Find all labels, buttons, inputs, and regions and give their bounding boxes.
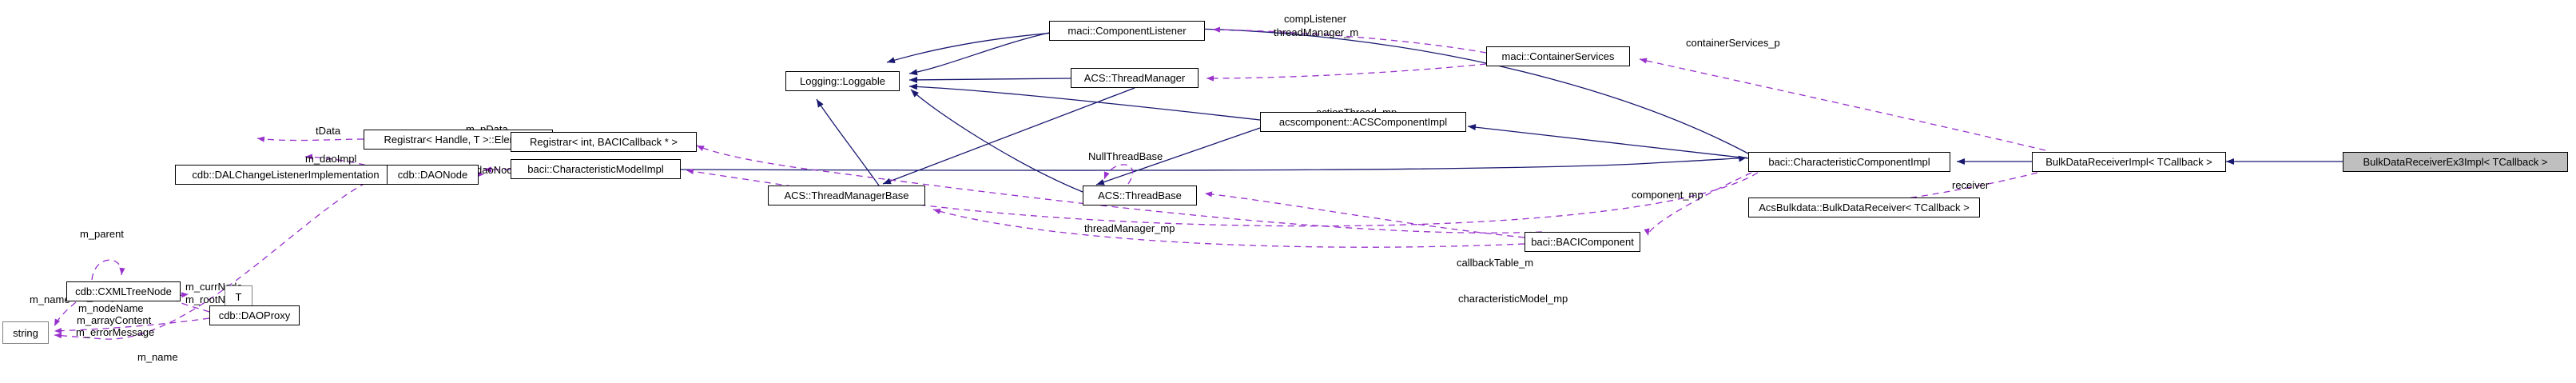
class-node-cdb-dalchangelistenerimplementation[interactable]: cdb::DALChangeListenerImplementation [175, 165, 396, 185]
edge-label-threadmanager-m: threadManager_m [1274, 26, 1359, 38]
class-node-bulkdatareceiverimpl[interactable]: BulkDataReceiverImpl< TCallback > [2032, 152, 2226, 172]
edge-label-m-name-daonode: m_name [137, 351, 178, 363]
edge-label-containerservices-p: containerServices_p [1686, 37, 1780, 49]
edge-label-m-name-cxmltreenode: m_name [30, 293, 70, 305]
class-node-string[interactable]: string [2, 321, 49, 344]
edge-label-tdata: tData [316, 125, 341, 137]
edge-label-callbacktable-m: callbackTable_m [1457, 257, 1534, 269]
edge-label-m-nodename: m_nodeName [78, 302, 144, 314]
class-node-t-template[interactable]: T [225, 285, 252, 308]
edge-label-m-errormessage: m_errorMessage [76, 326, 155, 338]
edge-label-receiver: receiver [1952, 179, 1990, 191]
class-node-cdb-daonode[interactable]: cdb::DAONode [387, 165, 479, 185]
class-node-acs-threadmanager[interactable]: ACS::ThreadManager [1071, 68, 1199, 88]
class-node-cdb-daoproxy[interactable]: cdb::DAOProxy [209, 305, 300, 325]
class-node-maci-containerservices[interactable]: maci::ContainerServices [1486, 46, 1630, 66]
class-node-logging-loggable[interactable]: Logging::Loggable [785, 71, 900, 91]
class-node-bulkdatareceiverex3impl[interactable]: BulkDataReceiverEx3Impl< TCallback > [2343, 152, 2568, 172]
edge-label-threadmanager-mp: threadManager_mp [1084, 222, 1175, 234]
class-node-acs-threadmanagerbase[interactable]: ACS::ThreadManagerBase [768, 186, 925, 205]
class-node-baci-bacicomponent[interactable]: baci::BACIComponent [1525, 232, 1640, 252]
class-node-maci-componentlistener[interactable]: maci::ComponentListener [1049, 21, 1205, 41]
class-node-baci-characteristiccomponentimpl[interactable]: baci::CharacteristicComponentImpl [1748, 152, 1950, 172]
class-node-cdb-cxmltreenode[interactable]: cdb::CXMLTreeNode [66, 281, 181, 301]
edge-label-characteristicmodel-mp: characteristicModel_mp [1458, 293, 1568, 305]
edge-label-m-arraycontent: m_arrayContent [77, 314, 152, 326]
class-node-acsbulkdata-bulkdatareceiver[interactable]: AcsBulkdata::BulkDataReceiver< TCallback… [1748, 197, 1980, 217]
edge-label-complistener: compListener [1284, 13, 1347, 25]
edge-label-nullthreadbase: NullThreadBase [1088, 150, 1163, 162]
class-node-acs-threadbase[interactable]: ACS::ThreadBase [1083, 186, 1197, 205]
edge-label-component-mp: component_mp [1632, 189, 1703, 201]
class-node-registrar-int-bacicallback[interactable]: Registrar< int, BACICallback * > [511, 132, 697, 152]
class-node-baci-characteristicmodelimpl[interactable]: baci::CharacteristicModelImpl [511, 159, 681, 179]
edge-label-m-parent: m_parent [80, 228, 124, 240]
class-node-acscomponent-acscomponentimpl[interactable]: acscomponent::ACSComponentImpl [1260, 112, 1466, 132]
